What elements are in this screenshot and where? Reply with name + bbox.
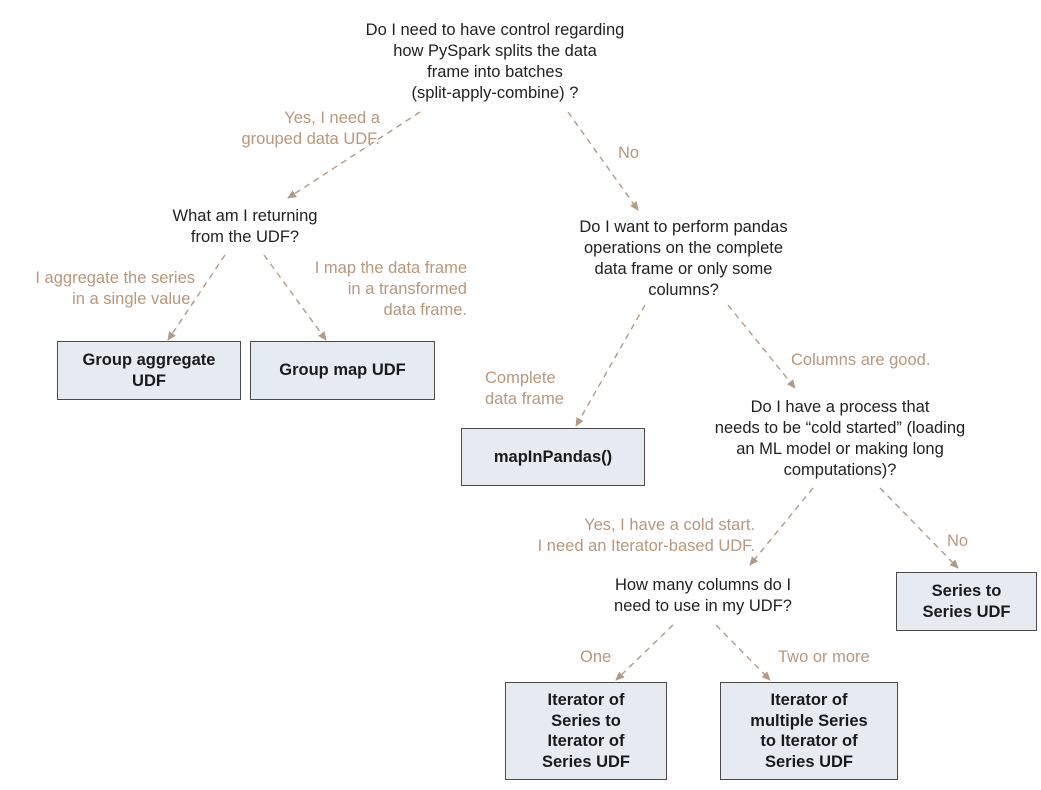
edge-label-aggregate: I aggregate the series in a single value… <box>35 269 195 308</box>
question-pandas-scope: Do I want to perform pandas operations o… <box>579 218 788 299</box>
question-cold-start: Do I have a process that needs to be “co… <box>714 398 966 479</box>
result-mapinpandas: mapInPandas() <box>461 428 645 486</box>
edge-label-one: One <box>580 648 612 666</box>
edge-label-yes-cold: Yes, I have a cold start. I need an Iter… <box>537 516 755 555</box>
question-return-type: What am I returning from the UDF? <box>172 207 318 246</box>
arrow-q1-to-q2 <box>287 111 421 199</box>
arrow-q5-to-iter-multi <box>715 624 771 681</box>
arrow-q4-to-series-to-series <box>879 487 959 569</box>
result-iterator-of-multiple-series-udf: Iterator of multiple Series to Iterator … <box>720 682 898 780</box>
result-series-to-series-udf: Series to Series UDF <box>896 572 1037 631</box>
arrow-q1-to-q3 <box>567 111 639 211</box>
edge-label-map: I map the data frame in a transformed da… <box>314 259 467 319</box>
result-group-map-udf: Group map UDF <box>250 341 435 400</box>
edge-label-complete: Complete data frame <box>485 369 564 408</box>
edge-label-two-or-more: Two or more <box>778 648 870 666</box>
question-column-count: How many columns do I need to use in my … <box>614 576 792 615</box>
arrow-q3-to-mapinpandas <box>575 304 646 427</box>
edge-label-yes-grouped: Yes, I need a grouped data UDF. <box>241 109 380 148</box>
arrow-q4-to-q5 <box>749 487 814 566</box>
edge-label-no: No <box>618 144 640 162</box>
edge-label-no-cold: No <box>947 532 969 550</box>
result-group-aggregate-udf: Group aggregate UDF <box>57 341 241 400</box>
edge-label-columns-good: Columns are good. <box>791 351 931 369</box>
arrow-q3-to-q4 <box>727 304 796 389</box>
question-batch-control: Do I need to have control regarding how … <box>365 21 625 102</box>
result-iterator-of-series-udf: Iterator of Series to Iterator of Series… <box>505 682 667 780</box>
arrow-q5-to-iter-series <box>615 624 674 681</box>
